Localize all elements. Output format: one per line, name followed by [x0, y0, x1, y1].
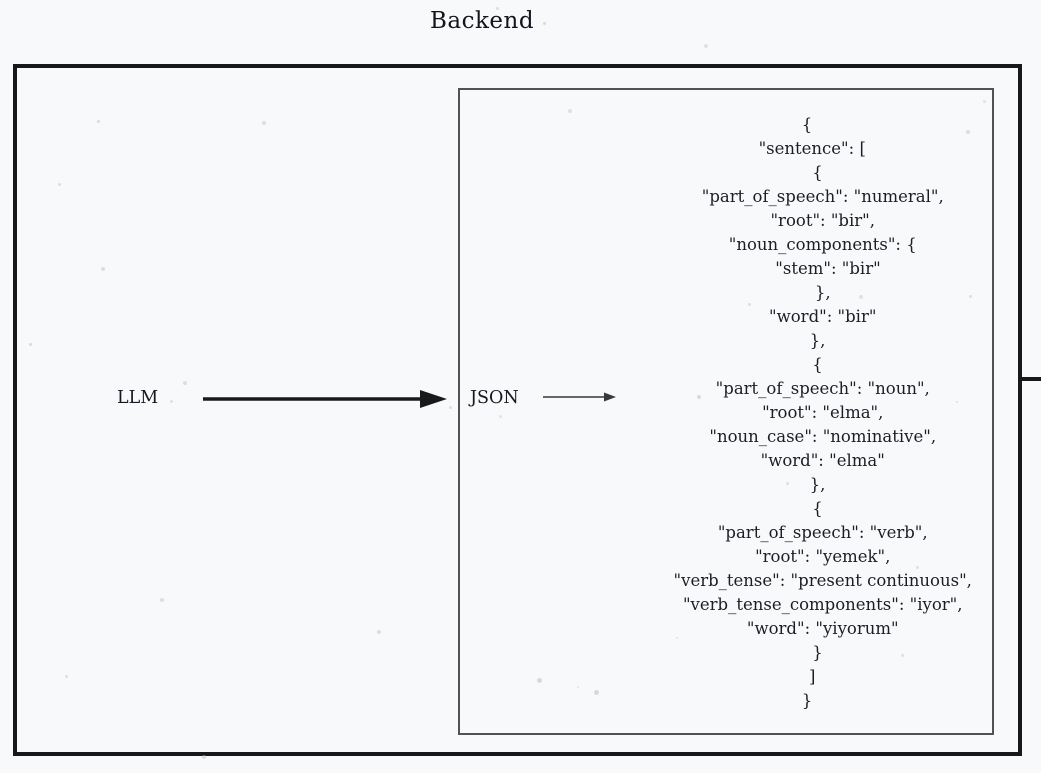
json-code-line: "verb_tense": "present continuous",	[642, 571, 972, 590]
json-code-line: "word": "elma"	[729, 451, 885, 470]
backend-output-connector	[1022, 377, 1041, 381]
json-code-line: "part_of_speech": "numeral",	[670, 187, 944, 206]
json-code-line: "noun_components": {	[697, 235, 917, 254]
json-to-output-arrow-icon	[543, 392, 616, 402]
json-code-line: "noun_case": "nominative",	[677, 427, 937, 446]
json-code-line: },	[783, 283, 831, 302]
json-code-line: },	[788, 475, 826, 494]
json-code-line: },	[788, 331, 826, 350]
noise-dot	[542, 21, 546, 25]
json-code-line: "root": "bir",	[739, 211, 875, 230]
json-code-line: "part_of_speech": "noun",	[684, 379, 930, 398]
llm-label: LLM	[117, 388, 159, 408]
json-code-line: "sentence": [	[748, 139, 866, 158]
json-code-line: ]	[798, 667, 816, 686]
diagram-title: Backend	[430, 8, 535, 34]
json-code-line: {	[791, 163, 823, 182]
json-code-line: }	[801, 691, 813, 710]
json-code-line: "root": "yemek",	[723, 547, 891, 566]
json-code-line: {	[791, 499, 823, 518]
noise-dot	[704, 44, 708, 48]
json-code-block: { "sentence": [ { "part_of_speech": "num…	[622, 113, 992, 713]
json-code-line: {	[801, 115, 813, 134]
json-label: JSON	[470, 388, 519, 408]
json-code-line: }	[791, 643, 823, 662]
json-code-line: "verb_tense_components": "iyor",	[651, 595, 963, 614]
json-code-line: "root": "elma",	[730, 403, 884, 422]
json-output-box	[458, 88, 994, 735]
json-code-line: "stem": "bir"	[733, 259, 881, 278]
json-code-line: "word": "yiyorum"	[715, 619, 899, 638]
json-code-line: {	[791, 355, 823, 374]
llm-to-json-arrow-icon	[203, 390, 447, 408]
json-code-line: "part_of_speech": "verb",	[686, 523, 928, 542]
json-code-line: "word": "bir"	[737, 307, 877, 326]
backend-box	[13, 64, 1022, 756]
